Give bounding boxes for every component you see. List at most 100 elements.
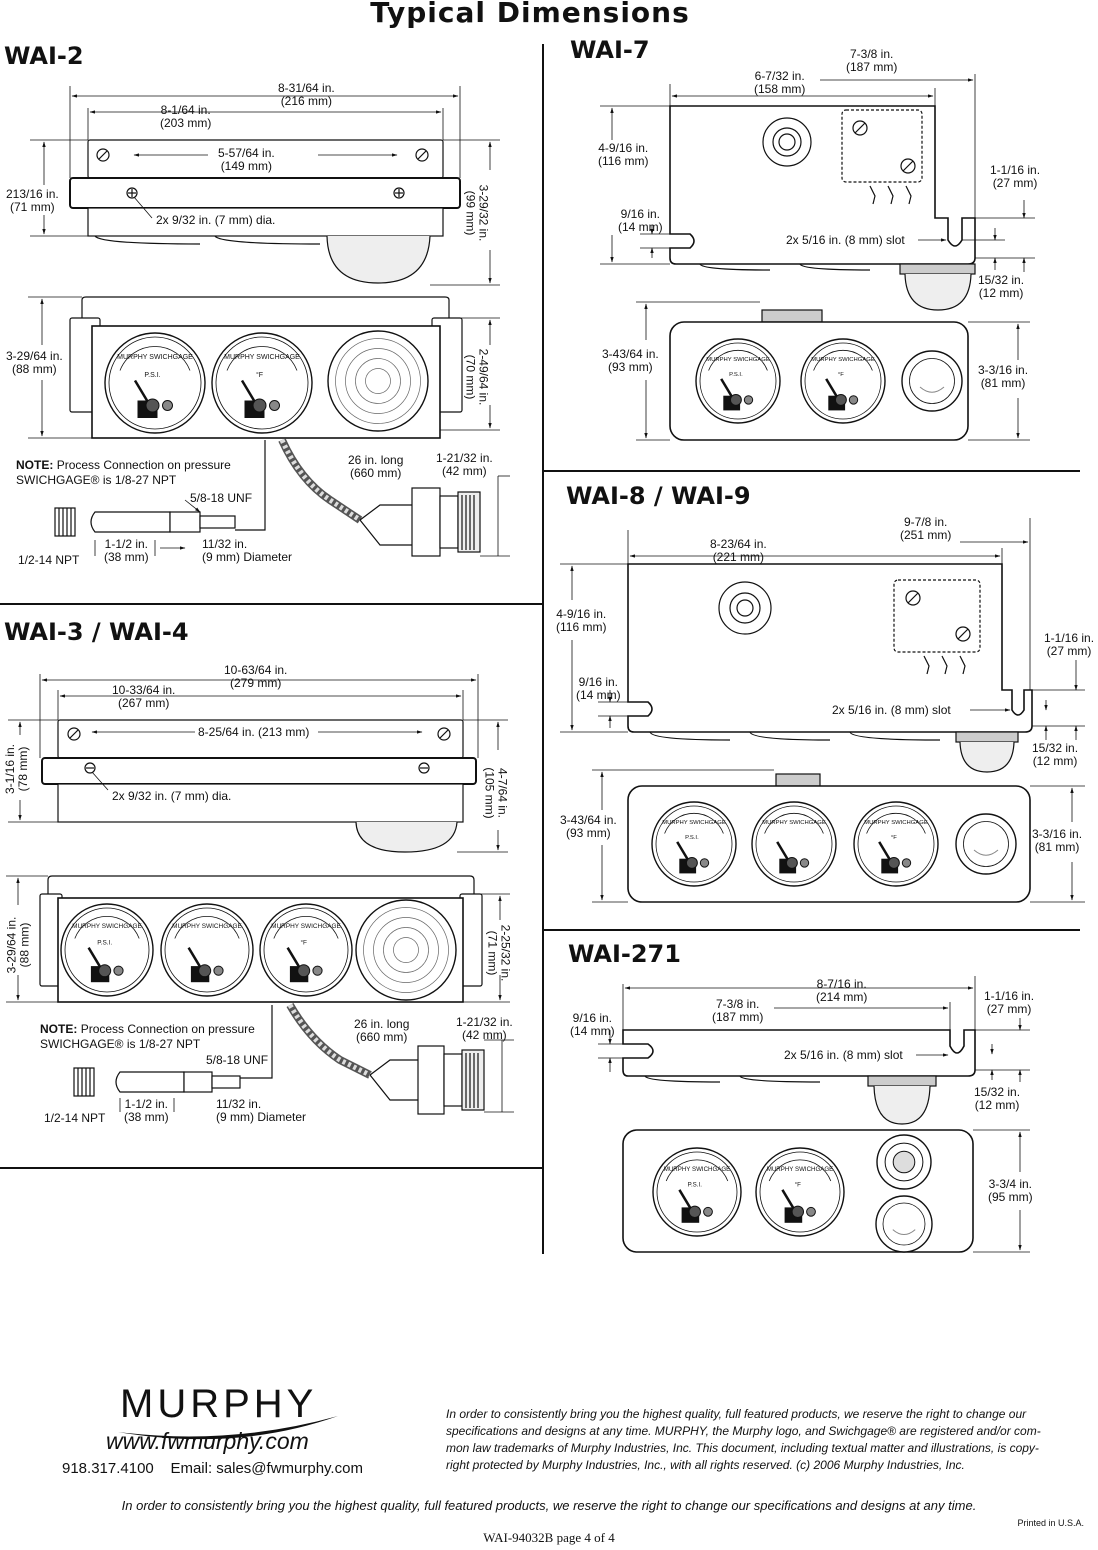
wai89-top-view (627, 563, 1033, 773)
printed-in-label: Printed in U.S.A. (1017, 1518, 1084, 1528)
wai2-right-height: 3-29/32 in.(99 mm) (463, 184, 491, 242)
wai2-unf-label: 5/8-18 UNF (190, 491, 253, 505)
lens (327, 330, 429, 432)
wai34-body-width: 10-33/64 in.(267 mm) (112, 683, 176, 710)
wai271-right-bottom: 15/32 in.(12 mm) (974, 1085, 1021, 1112)
gauge-brand-text: MURPHY SWICHGAGE (72, 923, 142, 930)
wai7-slot-height: 9/16 in.(14 mm) (618, 207, 663, 234)
gauge-unit-text: °F (256, 371, 263, 379)
indicator-light (875, 1195, 933, 1253)
reset-button (876, 1134, 932, 1190)
wai34-dim-lines (8, 674, 508, 853)
section-title-wai2: WAI-2 (4, 42, 84, 70)
gauge-unit-text: P.S.I. (144, 372, 160, 379)
wai271-slot-height: 9/16 in.(14 mm) (570, 1011, 615, 1038)
gauge: MURPHY SWICHGAGE °F (755, 1147, 845, 1237)
website-link[interactable]: www.fwmurphy.com (106, 1428, 309, 1454)
gauge-brand-text: MURPHY SWICHGAGE (224, 354, 300, 361)
wai271-slot-label: 2x 5/16 in. (8 mm) slot (784, 1048, 903, 1062)
wai2-sender (54, 438, 481, 557)
wai7-overall-width: 7-3/8 in.(187 mm) (846, 47, 898, 74)
wai271-dims (598, 976, 1030, 1082)
wai34-front-dims (6, 875, 510, 1003)
wai34-sender-dims (119, 1039, 514, 1113)
gauge-brand-text: MURPHY SWICHGAGE (811, 357, 875, 363)
wai89-slot-label: 2x 5/16 in. (8 mm) slot (832, 703, 951, 717)
wai271-front-right-height: 3-3/4 in.(95 mm) (988, 1177, 1033, 1204)
gauge-brand-text: MURPHY SWICHGAGE (117, 354, 193, 361)
gauge-brand-text: MURPHY SWICHGAGE (706, 357, 770, 363)
indicator-light (901, 350, 963, 412)
gauge: MURPHY SWICHGAGE°F (800, 338, 886, 424)
wai2-npt-label: 1/2-14 NPT (18, 553, 80, 567)
wai7-right-bottom: 15/32 in.(12 mm) (978, 273, 1025, 300)
wai7-right-top: 1-1/16 in.(27 mm) (990, 163, 1041, 190)
wai2-gauges: MURPHY SWICHGAGE P.S.I. MURPHY SWICHGAGE °F (104, 330, 429, 434)
wai34-sender (73, 1003, 485, 1115)
wai34-left-height: 3-1/16 in.(78 mm) (3, 743, 31, 795)
gauge-unit-text: °F (891, 835, 897, 841)
wai7-front-dims (636, 301, 1030, 441)
wai89-right-bottom: 15/32 in.(12 mm) (1032, 741, 1079, 768)
wai89-front-dims (592, 769, 1085, 903)
wai271-body-width: 7-3/8 in.(187 mm) (712, 997, 764, 1024)
section-title-wai34: WAI-3 / WAI-4 (4, 618, 189, 646)
wai34-npt-label: 1/2-14 NPT (44, 1111, 106, 1125)
section-title-wai89: WAI-8 / WAI-9 (566, 482, 751, 510)
wai7-dims (600, 74, 1035, 272)
section-title-wai7: WAI-7 (570, 36, 650, 64)
gauge-brand-text: MURPHY SWICHGAGE (271, 923, 341, 930)
indicator-light (955, 813, 1017, 875)
wai34-top-view (41, 719, 477, 853)
wai2-overall-width: 8-31/64 in.(216 mm) (278, 81, 335, 108)
gauge-brand-text: MURPHY SWICHGAGE (864, 820, 928, 826)
wai89-front-right-height: 3-3/16 in.(81 mm) (1032, 827, 1083, 854)
email-link[interactable]: Email: sales@fwmurphy.com (170, 1460, 363, 1477)
wai34-sender-diameter: 11/32 in.(9 mm) Diameter (216, 1097, 307, 1124)
gauge: MURPHY SWICHGAGE P.S.I. (60, 903, 154, 997)
gauge-unit-text: P.S.I. (729, 372, 743, 378)
section-title-wai271: WAI-271 (568, 940, 681, 968)
wai2-cable-length: 26 in. long(660 mm) (348, 453, 404, 480)
contact-line: 918.317.4100 Email: sales@fwmurphy.com (62, 1460, 363, 1477)
wai7-front-height: 3-43/64 in.(93 mm) (602, 347, 659, 374)
wai34-hole-span: 8-25/64 in. (213 mm) (198, 725, 310, 739)
wai34-connector-size: 1-21/32 in.(42 mm) (456, 1015, 513, 1042)
wai34-sender-length: 1-1/2 in.(38 mm) (124, 1097, 169, 1124)
wai2-connector-size: 1-21/32 in.(42 mm) (436, 451, 493, 478)
gauge: MURPHY SWICHGAGE °F (211, 332, 313, 434)
wai2-left-height: 213/16 in.(71 mm) (6, 187, 59, 214)
gauge-unit-text: °F (795, 1182, 801, 1189)
wai271-top-view (622, 1029, 976, 1125)
wai7-front-right-height: 3-3/16 in.(81 mm) (978, 363, 1029, 390)
wai271-overall-width: 8-7/16 in.(214 mm) (816, 977, 868, 1004)
gauge-unit-text: P.S.I. (97, 939, 112, 946)
wai2-body-width: 8-1/64 in.(203 mm) (160, 103, 212, 130)
gauge-unit-text: P.S.I. (685, 835, 699, 841)
legal-notice: In order to consistently bring you the h… (446, 1407, 1041, 1472)
wai89-overall-width: 9-7/8 in.(251 mm) (900, 515, 952, 542)
gauge-brand-text: MURPHY SWICHGAGE (767, 1166, 834, 1173)
wai7-body-width: 6-7/32 in.(158 mm) (754, 69, 806, 96)
bottom-disclaimer: In order to consistently bring you the h… (121, 1498, 977, 1513)
gauge: MURPHY SWICHGAGE (160, 903, 254, 997)
wai2-sender-length: 1-1/2 in.(38 mm) (104, 537, 149, 564)
wai2-top-view (69, 139, 461, 284)
wai34-right-height: 4-7/64 in.(105 mm) (482, 767, 510, 819)
wai2-sender-dims (94, 475, 510, 557)
murphy-logo: MURPHY (120, 1382, 318, 1426)
murphy-logo-graphic (118, 1416, 338, 1440)
wai34-cable-length: 26 in. long(660 mm) (354, 1017, 410, 1044)
gauge-unit-text: °F (300, 938, 307, 946)
gauge-brand-text: MURPHY SWICHGAGE (762, 820, 826, 826)
wai271-right-top: 1-1/16 in.(27 mm) (984, 989, 1035, 1016)
wai271-front-dims (973, 1129, 1030, 1253)
